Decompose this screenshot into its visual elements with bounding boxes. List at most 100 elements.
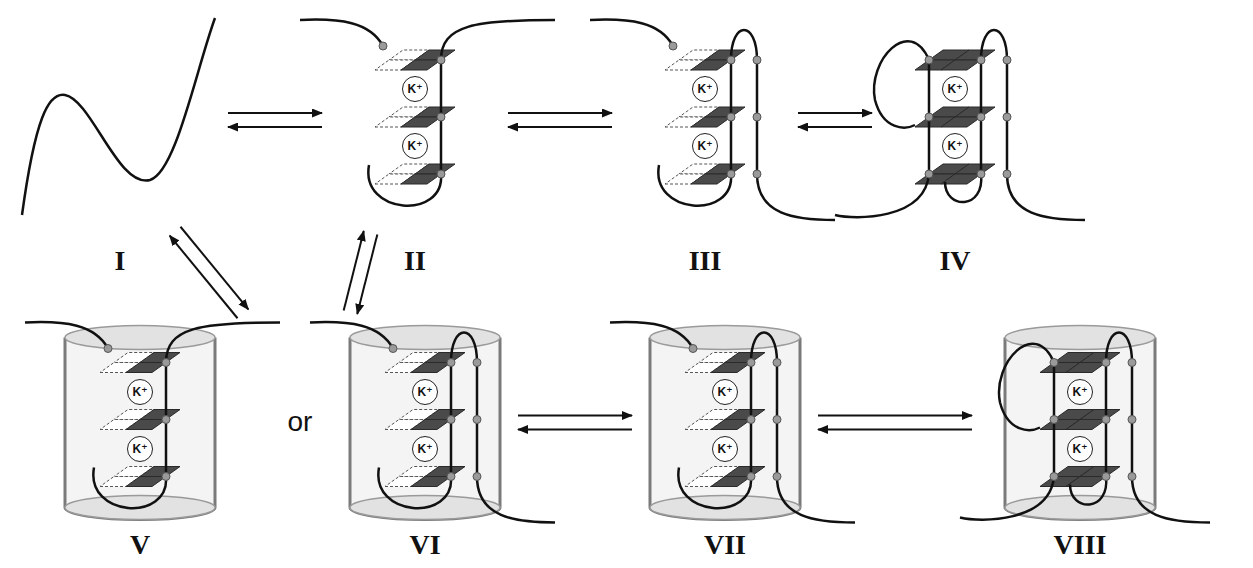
guanine-dot: [1003, 113, 1011, 121]
g-tetrad-cell: [955, 50, 995, 60]
ion-label: K⁺: [133, 443, 148, 455]
g-tetrad-cell: [941, 60, 981, 70]
g-tetrad-cell: [401, 60, 441, 70]
guanine-dot: [162, 473, 170, 481]
state-numeral: IV: [880, 247, 1030, 275]
backbone-strand: [93, 468, 166, 509]
reverse-arrow: [818, 429, 972, 431]
ion-label: K⁺: [418, 386, 433, 398]
g-tetrad-cell: [140, 467, 180, 477]
guanine-dot: [753, 170, 761, 178]
guanine-dot: [437, 170, 445, 178]
folding-state: VK⁺K⁺: [20, 320, 260, 525]
guanine-dot: [1102, 416, 1110, 424]
guanine-dot: [1128, 473, 1136, 481]
g-tetrad-cell: [1080, 353, 1120, 363]
state-numeral: VI: [340, 531, 510, 559]
state-numeral: I: [20, 247, 220, 275]
folding-state: VIIK⁺K⁺: [640, 320, 810, 525]
g-tetrad-cell: [941, 174, 981, 184]
guanine-dot: [727, 170, 735, 178]
cylinder-top: [1005, 326, 1155, 350]
potassium-ion: K⁺: [712, 436, 738, 462]
g-tetrad-cell: [415, 164, 455, 174]
state-illustration: [25, 322, 280, 519]
equilibrium-arrow: [508, 113, 612, 127]
cylinder-bottom: [1005, 496, 1155, 520]
guanine-dot: [773, 416, 781, 424]
g-tetrad-cell: [140, 410, 180, 420]
g-tetrad-cell: [401, 174, 441, 184]
g-tetrad-cell: [415, 50, 455, 60]
guanine-dot: [162, 416, 170, 424]
forward-arrow: [518, 415, 632, 417]
guanine-dot: [473, 473, 481, 481]
g-tetrad-cell: [1066, 363, 1106, 373]
g-tetrad-cell: [425, 353, 465, 363]
guanine-dot: [389, 345, 397, 353]
forward-arrow: [180, 227, 248, 310]
backbone-strand: [658, 165, 731, 206]
folding-state: VIIIK⁺K⁺: [980, 320, 1180, 525]
guanine-dot: [1050, 359, 1058, 367]
g-tetrad-cell: [711, 363, 751, 373]
g-tetrad-cell: [411, 477, 451, 487]
g-tetrad-cell: [711, 420, 751, 430]
state-illustration: [835, 30, 1085, 220]
backbone-strand: [945, 174, 981, 202]
backbone-strand: [590, 20, 673, 46]
g-tetrad-cell: [691, 174, 731, 184]
backbone-strand: [451, 333, 555, 523]
backbone-strand: [731, 30, 835, 220]
g-tetrad-cell: [705, 50, 745, 60]
folding-state: I: [20, 15, 220, 225]
guanine-dot: [773, 359, 781, 367]
guanine-dot: [473, 359, 481, 367]
guanine-dot: [1050, 473, 1058, 481]
g-tetrad-cell: [411, 363, 451, 373]
potassium-ion: K⁺: [127, 379, 153, 405]
guanine-dot: [447, 416, 455, 424]
g-tetrad-cell: [425, 467, 465, 477]
potassium-ion: K⁺: [942, 133, 968, 159]
potassium-ion: K⁺: [402, 133, 428, 159]
state-illustration: [22, 18, 215, 215]
guanine-dot: [753, 56, 761, 64]
g-tetrad-cell: [705, 164, 745, 174]
cylinder-body: [65, 338, 215, 520]
ion-label: K⁺: [718, 443, 733, 455]
equilibrium-arrow: [818, 416, 972, 430]
backbone-strand: [981, 30, 1085, 220]
guanine-dot: [1102, 359, 1110, 367]
g-tetrad-cell: [725, 467, 765, 477]
guanine-dot: [753, 113, 761, 121]
guanine-dot: [447, 359, 455, 367]
guanine-dot: [1128, 416, 1136, 424]
state-numeral: II: [330, 247, 500, 275]
equilibrium-arrow: [228, 113, 322, 127]
potassium-ion: K⁺: [412, 379, 438, 405]
backbone-strand: [1070, 477, 1106, 505]
guanine-dot: [747, 473, 755, 481]
guanine-dot: [669, 42, 677, 50]
ion-label: K⁺: [418, 443, 433, 455]
backbone-strand: [368, 165, 441, 206]
potassium-ion: K⁺: [942, 76, 968, 102]
ion-label: K⁺: [408, 140, 423, 152]
g-tetrad-cell: [126, 420, 166, 430]
g-tetrad-cell: [1080, 467, 1120, 477]
guanine-dot: [925, 113, 933, 121]
reverse-arrow: [518, 429, 632, 431]
ion-label: K⁺: [948, 140, 963, 152]
equilibrium-arrow: [170, 227, 249, 319]
g-tetrad-cell: [705, 107, 745, 117]
g-tetrad-cell: [1066, 420, 1106, 430]
folding-state: VIK⁺K⁺: [340, 320, 510, 525]
potassium-ion: K⁺: [692, 76, 718, 102]
backbone-strand: [835, 174, 929, 217]
folding-state: IIIK⁺K⁺: [620, 15, 790, 225]
guanine-dot: [1003, 56, 1011, 64]
alternative-label: or: [288, 408, 313, 436]
